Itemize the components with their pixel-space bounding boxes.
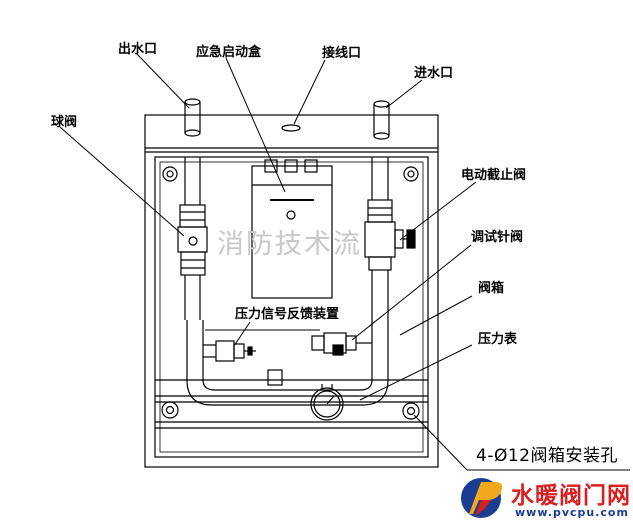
label-ball-valve: 球阀 — [51, 115, 78, 130]
logo-mark-icon — [461, 478, 503, 518]
outlet-port — [184, 98, 201, 137]
wiring-port — [281, 124, 301, 132]
label-mounting-holes: 4-Ø12阀箱安装孔 — [476, 446, 618, 466]
ball-valve — [177, 204, 208, 276]
mounting-hole-bottom-left — [161, 401, 179, 419]
logo-url: www.pvcpu.com — [515, 506, 629, 519]
logo-name: 水暖阀门网 — [511, 483, 631, 509]
label-emergency-box: 应急启动盒 — [196, 45, 262, 60]
label-wiring-port: 接线口 — [322, 46, 362, 61]
test-needle-valve — [311, 332, 372, 356]
label-test-needle-valve: 调试针阀 — [471, 230, 524, 245]
site-logo: 水暖阀门网 www.pvcpu.com — [455, 470, 633, 526]
mounting-hole-bottom-right — [402, 402, 420, 420]
cabinet-outer — [144, 114, 439, 468]
mounting-hole-top-left — [162, 166, 178, 182]
electric-stop-valve — [364, 199, 416, 271]
pressure-signal-device — [203, 340, 256, 362]
label-outlet: 出水口 — [118, 42, 158, 57]
label-inlet: 进水口 — [414, 66, 454, 81]
mounting-hole-top-right — [403, 166, 419, 182]
label-electric-stop-valve: 电动截止阀 — [461, 168, 527, 183]
emergency-box — [251, 165, 333, 299]
label-pressure-signal: 压力信号反馈装置 — [235, 307, 340, 322]
inlet-port — [373, 100, 390, 140]
label-pressure-gauge: 压力表 — [478, 332, 518, 347]
pressure-gauge — [310, 384, 344, 421]
watermark: 消防技术流 — [217, 229, 362, 260]
label-valve-box: 阀箱 — [478, 281, 505, 296]
cabinet-inner — [154, 156, 429, 458]
